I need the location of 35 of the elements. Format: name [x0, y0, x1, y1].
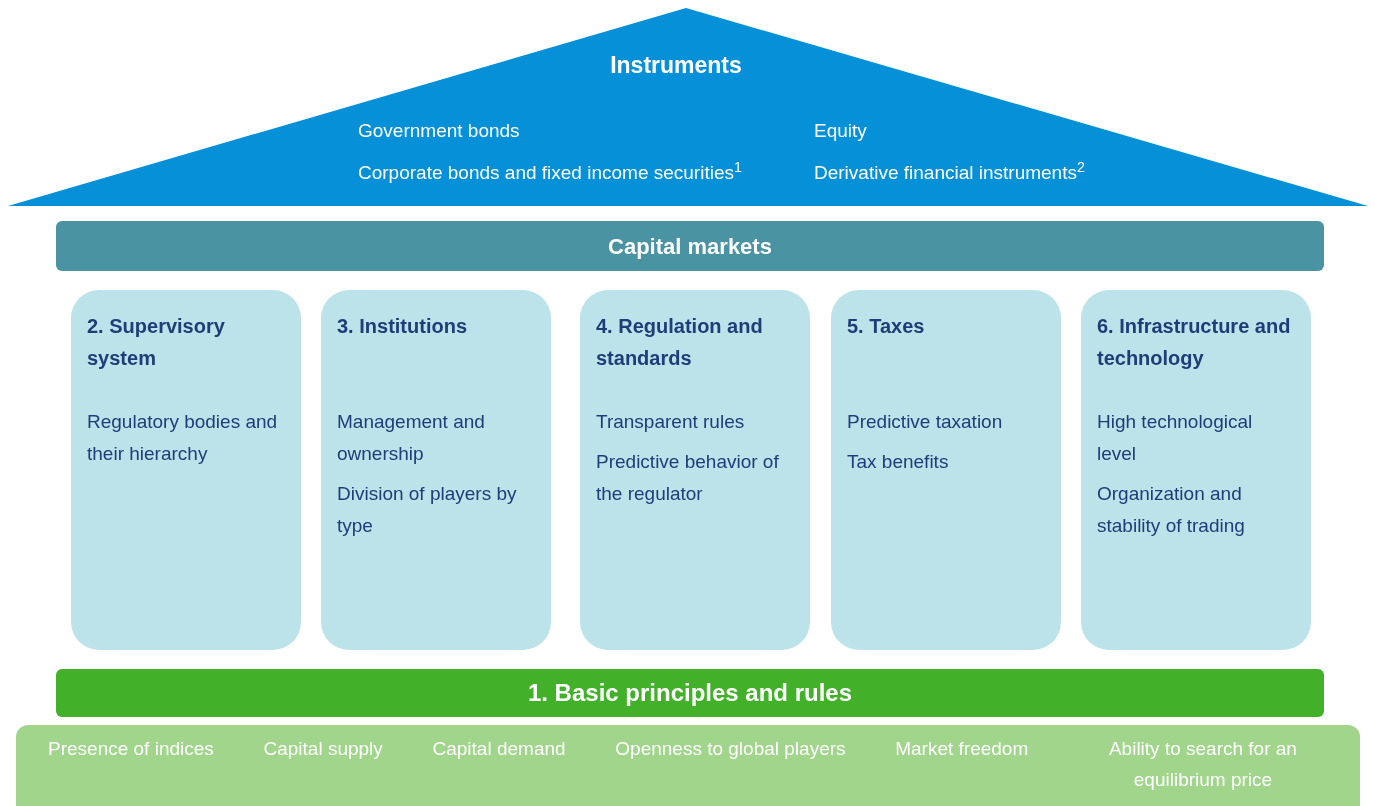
capital-markets-bar: [56, 221, 1324, 271]
pillar-item: Predictive taxation: [847, 410, 1004, 434]
pillar-item: Division of players by type: [337, 482, 518, 538]
pillar-heading: 2. Supervisory system: [87, 314, 226, 371]
bar-title: Capital markets: [608, 232, 772, 261]
pillar-card: [580, 290, 810, 650]
foundation-band: [16, 725, 1360, 806]
instrument-item: Government bonds: [358, 119, 521, 143]
pillar-item: Predictive behavior of the regulator: [596, 450, 780, 506]
pillar-heading: 6. Infrastructure and technology: [1097, 314, 1292, 371]
pillar-item: Regulatory bodies and their hierarchy: [87, 410, 279, 466]
pillar-card: [1081, 290, 1311, 650]
pillar-card: [71, 290, 301, 650]
pillar-item: Organization and stability of trading: [1097, 482, 1246, 538]
principle-item: Capital supply: [263, 737, 383, 761]
pillar-heading: 3. Institutions: [337, 314, 468, 339]
bar-title: 1. Basic principles and rules: [527, 678, 853, 708]
foundation-bar: [56, 669, 1324, 717]
pillar-heading: 4. Regulation and standards: [596, 314, 764, 371]
pillar-item: Management and ownership: [337, 410, 486, 466]
pillar-heading: 5. Taxes: [847, 314, 926, 339]
pillar-card: [831, 290, 1061, 650]
roof-heading: Instruments: [609, 51, 743, 80]
principle-item: Ability to search for an equilibrium price: [1107, 737, 1298, 792]
instrument-item: Derivative financial instruments$^{2}$: [814, 158, 1086, 185]
pillar-item: Tax benefits: [847, 450, 950, 474]
instrument-item: Equity: [814, 119, 868, 143]
principle-item: Presence of indices: [48, 737, 214, 761]
instrument-item: Corporate bonds and fixed income securities$^{1}$: [358, 158, 743, 185]
pillar-item: High technological level: [1097, 410, 1254, 466]
principle-item: Openness to global players: [615, 737, 846, 761]
pillar-item: Transparent rules: [596, 410, 746, 434]
principle-item: Market freedom: [895, 737, 1029, 761]
pillar-card: [321, 290, 551, 650]
principle-item: Capital demand: [432, 737, 566, 761]
